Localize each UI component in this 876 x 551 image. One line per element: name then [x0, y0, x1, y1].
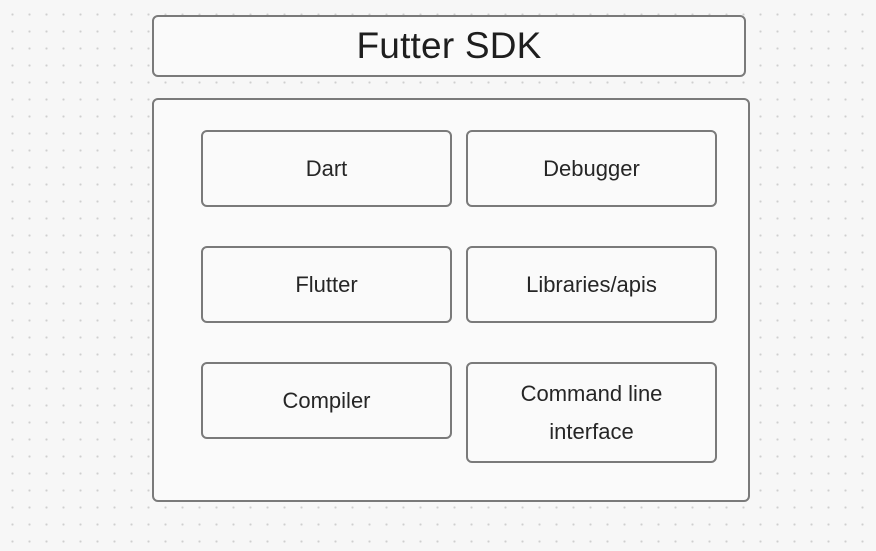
component-cli-label-line-2: interface	[549, 418, 634, 444]
component-compiler-label: Compiler	[282, 387, 371, 413]
sdk-title-box: Futter SDK	[152, 15, 746, 77]
component-libraries-apis-label: Libraries/apis	[526, 271, 657, 297]
component-compiler: Compiler	[201, 362, 452, 439]
component-flutter: Flutter	[201, 246, 452, 323]
component-flutter-label: Flutter	[295, 271, 358, 297]
component-cli-label-line-1: Command line	[520, 380, 663, 406]
component-dart-label: Dart	[305, 155, 348, 181]
component-cli-label: Command line interface	[468, 375, 715, 451]
component-debugger: Debugger	[466, 130, 717, 207]
component-dart: Dart	[201, 130, 452, 207]
component-debugger-label: Debugger	[543, 155, 640, 181]
component-command-line-interface: Command line interface	[466, 362, 717, 463]
component-libraries-apis: Libraries/apis	[466, 246, 717, 323]
sdk-title: Futter SDK	[356, 25, 542, 66]
